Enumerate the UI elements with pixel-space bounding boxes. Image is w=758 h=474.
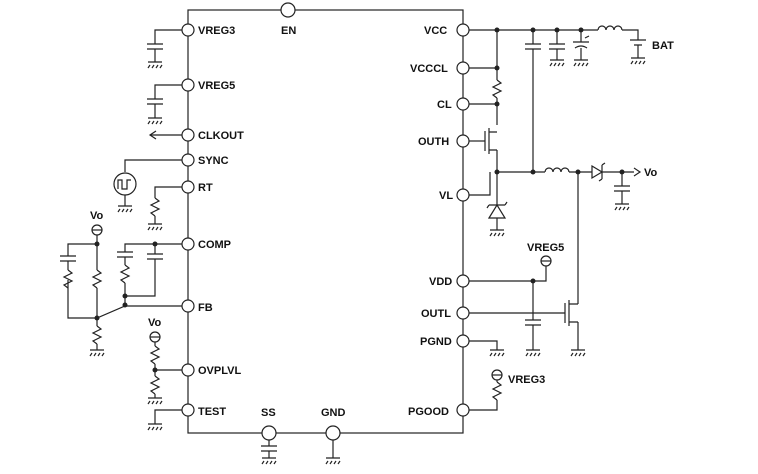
pin-label-ss: SS [261, 407, 276, 419]
feedback-vo-label: Vo [90, 210, 104, 222]
pin-ovplvl: OVPLVL Vo [147, 317, 241, 405]
pin-sync: SYNC [113, 153, 229, 213]
pin-fb: FB [67, 280, 213, 321]
low-side-mosfet-icon [564, 300, 578, 326]
pin-label-vcccl: VCCCL [410, 63, 448, 75]
pin-label-rt: RT [198, 182, 213, 194]
pin-label-vdd: VDD [429, 276, 452, 288]
feedback-network: Vo [60, 210, 105, 357]
pin-label-ovplvl: OVPLVL [198, 365, 241, 377]
pin-vl: VL [439, 172, 508, 237]
pin-test: TEST [147, 403, 226, 431]
pin-label-comp: COMP [198, 239, 231, 251]
pin-label-gnd: GND [321, 407, 346, 419]
ovp-vo-label: Vo [148, 317, 162, 329]
pin-label-outl: OUTL [421, 308, 451, 320]
pin-label-cl: CL [437, 99, 452, 111]
pin-rt: RT [147, 180, 213, 231]
pin-outl: OUTL [421, 172, 586, 357]
pin-label-vreg5: VREG5 [198, 80, 235, 92]
pin-label-fb: FB [198, 302, 213, 314]
pin-label-vreg3: VREG3 [198, 25, 235, 37]
pin-en: EN [280, 2, 296, 37]
battery-label: BAT [652, 40, 674, 52]
output-vo-label: Vo [644, 167, 658, 179]
pin-outh: OUTH Vo [418, 128, 658, 211]
vreg5-ref-label: VREG5 [527, 242, 564, 254]
pin-label-en: EN [281, 25, 296, 37]
pin-label-pgood: PGOOD [408, 406, 449, 418]
pin-label-sync: SYNC [198, 155, 229, 167]
pin-gnd: GND [321, 407, 346, 465]
pin-label-vcc: VCC [424, 25, 447, 37]
pin-vreg3: VREG3 [147, 23, 235, 69]
pin-vdd: VDD VREG5 [429, 242, 564, 357]
pin-label-outh: OUTH [418, 136, 449, 148]
pin-pgnd: PGND [420, 334, 505, 357]
pin-clkout: CLKOUT [148, 128, 244, 142]
pin-label-test: TEST [198, 406, 226, 418]
pin-comp: COMP [117, 237, 231, 308]
pin-label-pgnd: PGND [420, 336, 452, 348]
pin-pgood: PGOOD VREG3 [408, 369, 545, 418]
pin-ss: SS [261, 407, 277, 465]
vreg3-ref-label: VREG3 [508, 374, 545, 386]
pin-vreg5: VREG5 [147, 78, 235, 125]
pin-vcc: VCC BAT [424, 23, 674, 172]
pin-cl: CL [437, 97, 500, 111]
pin-label-vl: VL [439, 190, 453, 202]
pin-vcccl: VCCCL [410, 30, 503, 125]
clock-source-icon [113, 172, 137, 196]
battery-icon [630, 39, 646, 46]
pin-label-clkout: CLKOUT [198, 130, 244, 142]
high-side-mosfet-icon [484, 128, 497, 154]
